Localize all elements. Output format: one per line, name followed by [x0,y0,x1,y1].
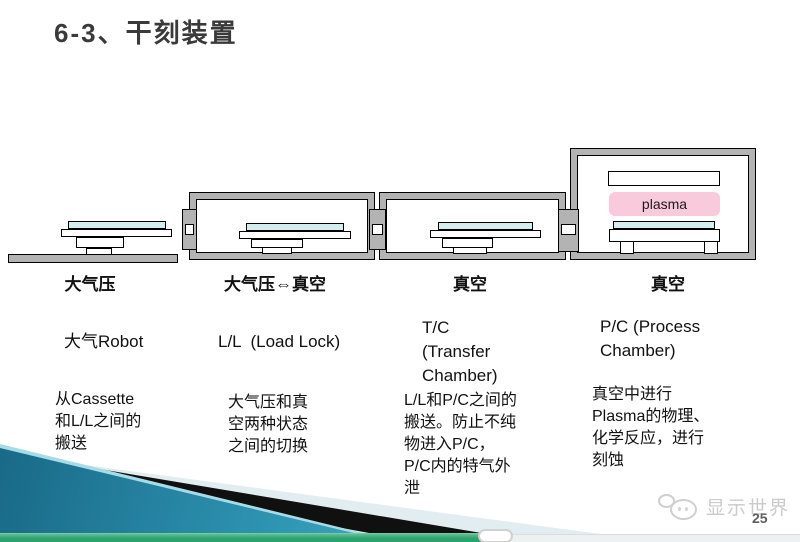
gate-valve-3 [558,209,579,252]
gate-slit-2 [372,224,383,235]
video-progress-track[interactable] [501,534,800,542]
stage-plate-station1 [61,229,172,237]
station-description-3: L/L和P/C之间的 搬送。防止不纯 物进入P/C， P/C内的特气外 泄 [404,392,517,497]
bubble-eye-right [685,507,688,511]
video-progress-played[interactable] [0,533,501,542]
gate-valve-1 [182,209,197,250]
station-description-1: 从Cassette 和L/L之间的 搬送 [55,391,142,452]
station-name-3: T/C (Transfer Chamber) [422,318,498,385]
bubble-eye-left [678,507,681,511]
stage-plate-station2 [239,231,351,239]
stage-neck-station2 [262,247,292,254]
stage-neck-station1 [86,248,112,255]
stage-leg-left-station4 [620,241,634,254]
station-description-4: 真空中进行 Plasma的物理、 化学反应，进行 刻蚀 [592,386,710,469]
pressure-label-station3: 真空 [453,275,487,294]
station-name-1: 大气Robot [64,332,144,351]
plasma-region: plasma [609,192,720,216]
station-name-4: P/C (Process Chamber) [600,317,701,360]
stage-neck-station3 [453,247,487,254]
chat-bubbles-logo-icon [656,491,702,521]
wafer-station4 [613,221,715,229]
page-number: 25 [752,510,768,526]
slide-title: 6-3、干刻装置 [54,18,238,48]
pressure-label-station2: 大气压⇔真空 [224,275,326,294]
wafer-station1 [68,221,166,229]
pressure-label-station1: 大气压 [64,275,116,294]
station-name-2: L/L (Load Lock) [218,332,341,351]
big-bubble-icon [670,499,697,520]
robot-base-bar [8,254,178,263]
wafer-station3 [438,222,533,230]
stage-block-station1 [76,237,124,248]
top-electrode [608,171,720,186]
gate-slit-1 [185,224,194,235]
video-progress-handle[interactable] [478,529,513,542]
stage-plate-station3 [430,230,541,238]
watermark: 显示世界 [656,491,790,521]
stage-plate-station4 [609,229,720,242]
stage-leg-right-station4 [704,241,718,254]
pressure-label-station4: 真空 [651,275,685,294]
gate-slit-3 [561,224,576,235]
plasma-label: plasma [641,196,688,212]
station-description-2: 大气压和真 空两种状态 之间的切换 [228,394,309,455]
gate-valve-2 [369,209,386,250]
wafer-station2 [246,223,344,231]
watermark-text: 显示世界 [706,497,791,519]
